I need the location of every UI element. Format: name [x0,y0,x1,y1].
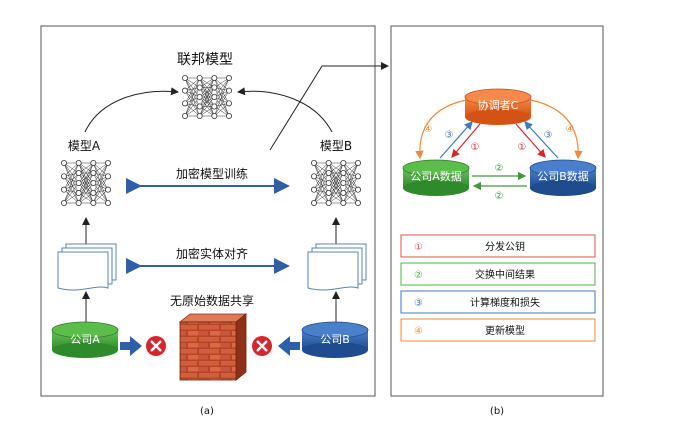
legend-1-label: 分发公钥 [485,240,525,253]
step3-mark-b: ③ [544,130,553,141]
blocked-a-icon [146,336,166,356]
coordinator-database: 协调者C [464,88,532,125]
company-b-data-label: 公司B数据 [537,169,589,183]
legend-3-number: ③ [414,298,423,309]
legend-item-2: ② 交换中间结果 [400,262,596,286]
company-b-data-database: 公司B数据 [529,159,597,196]
legend-item-3: ③ 计算梯度和损失 [400,290,596,314]
federated-model-title: 联邦模型 [177,52,233,68]
step4-mark-a: ④ [424,124,433,135]
firewall-icon [178,313,248,381]
blocked-b-icon [252,336,272,356]
panel-b-frame [390,25,604,397]
step4-arrow-b [530,99,583,160]
step1-mark-b: ① [518,142,527,153]
step1-arrow-a [451,123,481,158]
no-raw-sharing-label: 无原始数据共享 [170,293,254,308]
step3-mark-a: ③ [445,130,454,141]
legend-item-4: ④ 更新模型 [400,318,596,342]
step1-arrow-b [515,123,546,158]
caption-b: (b) [490,406,504,417]
legend-1-number: ① [414,242,423,253]
model-a-to-federated-arrow [84,87,179,133]
document-stack-b-icon [307,243,367,291]
panel-link-arrow [269,62,389,151]
company-b-database: 公司B [301,321,369,358]
step3-arrow-b [524,121,559,159]
panel-a-frame [40,25,376,397]
step1-mark-a: ① [471,142,480,153]
company-a-block-arrow [120,336,142,356]
company-b-label: 公司B [320,333,350,346]
model-b-label: 模型B [320,139,352,153]
legend-2-number: ② [414,270,423,281]
step2-mark-bottom: ② [495,191,504,202]
document-stack-a-icon [57,243,117,291]
encrypted-alignment-label: 加密实体对齐 [176,246,248,261]
step4-arrow-a [415,99,467,160]
caption-a: (a) [200,406,214,417]
legend-2-label: 交换中间结果 [475,268,535,281]
company-a-data-label: 公司A数据 [410,169,462,183]
model-a-network-icon [61,159,112,206]
step3-arrow-a [439,121,473,159]
legend-3-label: 计算梯度和损失 [470,296,540,309]
legend-4-label: 更新模型 [485,324,525,337]
company-a-label: 公司A [70,333,100,346]
company-a-data-database: 公司A数据 [402,159,470,196]
coordinator-label: 协调者C [478,98,519,112]
model-b-to-federated-arrow [237,87,333,133]
federated-network-icon [181,75,232,120]
company-b-block-arrow [278,336,300,356]
encrypted-training-label: 加密模型训练 [176,166,248,181]
company-a-database: 公司A [51,321,119,358]
model-a-label: 模型A [68,139,101,153]
step2-mark-top: ② [495,163,504,174]
legend-4-number: ④ [414,326,423,337]
legend-item-1: ① 分发公钥 [400,234,596,258]
model-b-network-icon [310,159,361,206]
step4-mark-b: ④ [566,124,575,135]
